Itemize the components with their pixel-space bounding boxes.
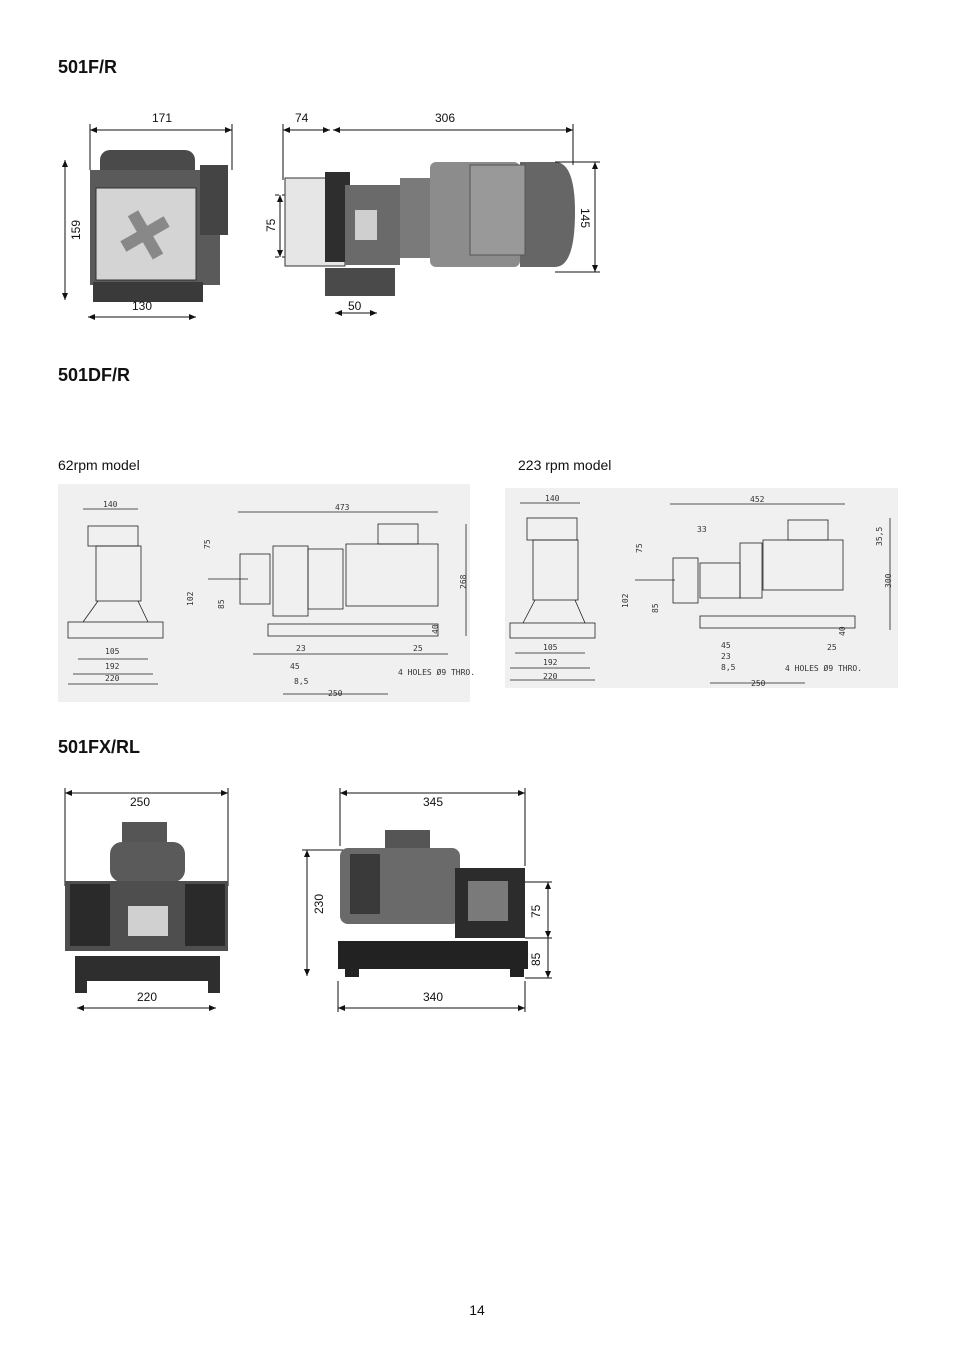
d223-33: 33	[697, 525, 707, 534]
dim-75-fx: 75	[529, 904, 543, 918]
dim-74: 74	[295, 111, 309, 125]
dim-130: 130	[132, 299, 152, 313]
pump-501fxrl-front-image: 250 220	[64, 788, 229, 1011]
caption-223rpm: 223 rpm model	[518, 457, 612, 473]
d62-250: 250	[328, 689, 343, 698]
d62-140: 140	[103, 500, 118, 509]
dim-50: 50	[348, 299, 362, 313]
d62-75: 75	[203, 539, 212, 549]
section-title-501fxrl: 501FX/RL	[58, 737, 141, 757]
d223-holes: 4 HOLES Ø9 THRO.	[785, 663, 862, 673]
d62-268: 268	[459, 574, 468, 589]
pump-501fr-side-image: 74 306 75 145 50	[264, 111, 600, 316]
d62-102: 102	[186, 591, 195, 606]
drawing-62rpm: 140 105 192 220 473 75 102 85 268 40 23 …	[58, 484, 475, 702]
pump-501fxrl-side-image: 345 230 75 85 340	[302, 788, 552, 1012]
dim-250: 250	[130, 795, 150, 809]
d62-220: 220	[105, 674, 120, 683]
d223-25: 25	[827, 643, 837, 652]
drawing-223rpm: 140 105 192 220 452 33 75 102 85 35,5 30…	[505, 488, 898, 688]
dim-75: 75	[264, 218, 278, 232]
dim-306: 306	[435, 111, 455, 125]
d223-105: 105	[543, 643, 558, 652]
d223-35-5: 35,5	[875, 527, 884, 546]
d223-40: 40	[838, 626, 847, 636]
d62-45: 45	[290, 662, 300, 671]
d223-140: 140	[545, 494, 560, 503]
dim-145: 145	[578, 208, 592, 228]
d223-192: 192	[543, 658, 558, 667]
d62-25: 25	[413, 644, 423, 653]
d223-102: 102	[621, 593, 630, 608]
pump-501fr-front-image: 171 159 130	[62, 111, 233, 320]
d223-300: 300	[884, 573, 893, 588]
d62-holes: 4 HOLES Ø9 THRO.	[398, 667, 475, 677]
section-title-501fr: 501F/R	[58, 57, 118, 77]
dim-220: 220	[137, 990, 157, 1004]
d62-40: 40	[431, 624, 440, 634]
dim-230: 230	[312, 894, 326, 914]
d223-452: 452	[750, 495, 765, 504]
section-title-501dfr: 501DF/R	[58, 365, 131, 385]
page-number: 14	[469, 1302, 485, 1318]
d223-250: 250	[751, 679, 766, 688]
d223-23: 23	[721, 652, 731, 661]
d223-75: 75	[635, 543, 644, 553]
d62-473: 473	[335, 503, 350, 512]
d62-8-5: 8,5	[294, 677, 309, 686]
dim-159: 159	[69, 220, 83, 240]
dim-340: 340	[423, 990, 443, 1004]
dim-85: 85	[529, 952, 543, 966]
dim-171: 171	[152, 111, 172, 125]
d223-8-5: 8,5	[721, 663, 736, 672]
dim-345: 345	[423, 795, 443, 809]
d223-85: 85	[651, 603, 660, 613]
d223-45: 45	[721, 641, 731, 650]
d62-23: 23	[296, 644, 306, 653]
d62-85: 85	[217, 599, 226, 609]
caption-62rpm: 62rpm model	[58, 457, 140, 473]
d62-192: 192	[105, 662, 120, 671]
d223-220: 220	[543, 672, 558, 681]
d62-105: 105	[105, 647, 120, 656]
